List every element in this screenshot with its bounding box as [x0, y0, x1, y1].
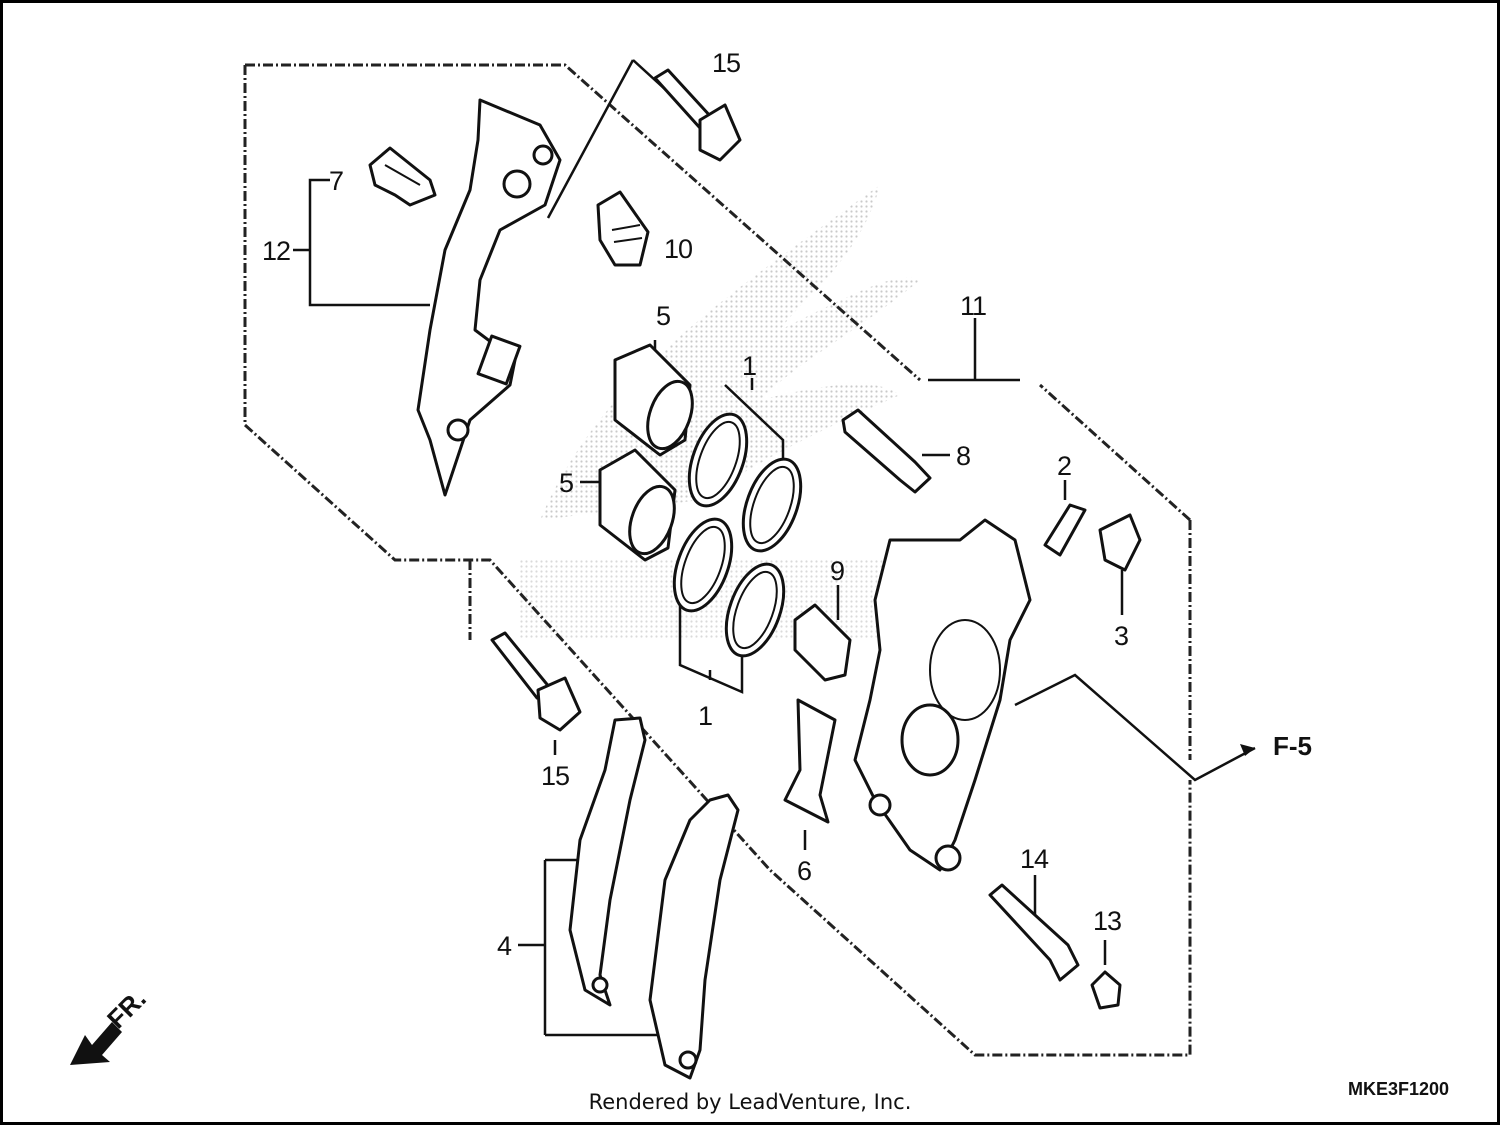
- nut: [1090, 970, 1122, 1010]
- callout-1a: 1: [742, 351, 756, 381]
- pad-spring-clip: [368, 146, 437, 207]
- caliper-bracket: [416, 98, 562, 497]
- callout-2: 2: [1057, 451, 1071, 481]
- callout-3: 3: [1114, 621, 1128, 651]
- reference-label: F-5: [1273, 731, 1312, 761]
- callout-12: 12: [262, 236, 290, 266]
- callout-15a: 15: [712, 48, 740, 78]
- piston-seals: [672, 412, 803, 658]
- assembly-outline-left: [243, 63, 1192, 1057]
- piston-upper: [613, 343, 694, 457]
- bleeder-cap: [1098, 513, 1142, 572]
- callout-8: 8: [956, 441, 970, 471]
- callout-11: 11: [960, 291, 986, 321]
- callout-4: 4: [497, 931, 512, 961]
- callout-15b: 15: [541, 761, 569, 791]
- piston-lower: [598, 448, 677, 562]
- callout-9: 9: [830, 556, 844, 586]
- brake-pad-set: [568, 716, 740, 1080]
- callout-6: 6: [797, 856, 811, 886]
- caliper-body: [853, 518, 1032, 872]
- callout-14: 14: [1020, 844, 1049, 874]
- callout-5b: 5: [559, 468, 573, 498]
- boot-pin: [793, 603, 852, 682]
- leader-lines: [293, 59, 1256, 1037]
- bleeder-screw: [1043, 503, 1087, 557]
- callout-labels: 1 1 2 3 4 5 5 6 7 8 9 10 11 12 13 14 15 …: [262, 48, 1449, 1099]
- bolt-upper: [653, 68, 742, 162]
- callout-13: 13: [1093, 906, 1121, 936]
- callout-5a: 5: [656, 301, 670, 331]
- pad-retainer: [783, 698, 837, 824]
- callout-10: 10: [664, 234, 692, 264]
- bolt-lower: [490, 631, 582, 732]
- callout-7: 7: [329, 166, 343, 196]
- render-credit: Rendered by LeadVenture, Inc.: [588, 1090, 912, 1114]
- front-direction-arrow: FR.: [70, 983, 152, 1065]
- diagram-code: MKE3F1200: [1348, 1079, 1449, 1099]
- callout-1b: 1: [698, 701, 712, 731]
- bleeder-fitting: [596, 190, 650, 267]
- pin-bolt: [841, 408, 932, 494]
- caliper-pin: [988, 883, 1080, 982]
